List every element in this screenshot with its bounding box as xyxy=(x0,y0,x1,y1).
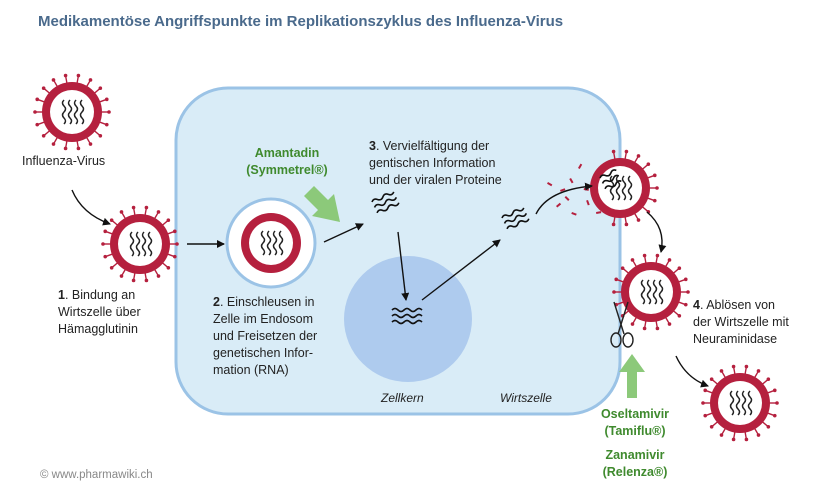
nucleus-label: Zellkern xyxy=(381,391,424,405)
virus-icon xyxy=(590,149,659,227)
step-3-num: 3 xyxy=(369,139,376,153)
step-3: 3. Vervielfältigung der gentischen Infor… xyxy=(369,138,502,189)
virus-label: Influenza-Virus xyxy=(22,154,106,168)
flow-arrows xyxy=(71,182,709,388)
rna-icon xyxy=(391,307,423,325)
drug-oseltamivir: Oseltamivir (Tamiflu®) xyxy=(600,407,670,438)
step-4-text: . Ablösen von der Wirtszelle mit Neurami… xyxy=(693,298,789,346)
step-2: 2. Einschleusen in Zelle im Endosom und … xyxy=(213,294,317,379)
step-2-num: 2 xyxy=(213,295,220,309)
rna-icon xyxy=(599,169,622,190)
step-4-num: 4 xyxy=(693,298,700,312)
green-arrow-icon xyxy=(619,354,645,398)
step-1: 1. Bindung an Wirtszelle über Hämaggluti… xyxy=(58,287,141,338)
host-cell xyxy=(174,86,622,416)
rna-icon xyxy=(501,207,530,230)
virus-icon xyxy=(241,213,301,273)
page-title: Medikamentöse Angriffspunkte im Replikat… xyxy=(38,13,564,30)
virus-icon xyxy=(612,253,690,331)
step-1-num: 1 xyxy=(58,288,65,302)
step-4: 4. Ablösen von der Wirtszelle mit Neuram… xyxy=(693,297,789,348)
virus-icon xyxy=(101,205,179,283)
drug-zanamivir: Zanamivir (Relenza®) xyxy=(602,448,668,479)
host-cell-label: Wirtszelle xyxy=(500,391,552,405)
rna-icon xyxy=(371,191,400,214)
step-2-text: . Einschleusen in Zelle im Endosom und F… xyxy=(213,295,318,377)
step-3-text: . Vervielfältigung der gentischen Inform… xyxy=(369,139,502,187)
virus-icon xyxy=(701,364,779,442)
nucleus xyxy=(344,256,472,382)
virus-icon xyxy=(33,73,111,151)
scissors-icon xyxy=(610,301,634,348)
drug-amantadin: Amantadin (Symmetrel®) xyxy=(246,146,328,177)
green-arrow-icon xyxy=(304,186,340,222)
copyright: © www.pharmawiki.ch xyxy=(40,469,153,481)
step-1-text: . Bindung an Wirtszelle über Hämagglutin… xyxy=(58,288,141,336)
